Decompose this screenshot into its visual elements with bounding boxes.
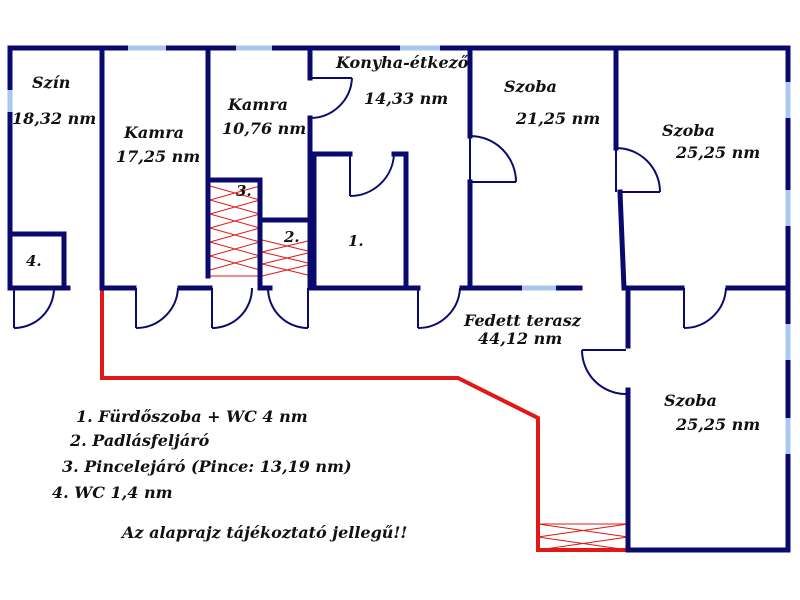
marker-4: 4. <box>26 252 42 270</box>
room-area-kamra-2: 10,76 nm <box>222 119 306 138</box>
room-area-szoba-1: 21,25 nm <box>515 109 600 128</box>
room-name-szoba-3: Szoba <box>664 391 717 410</box>
room-name-szoba-1: Szoba <box>504 77 557 96</box>
terrace-steps <box>537 523 629 551</box>
legend-item-3: 3. Pincelejáró (Pince: 13,19 nm) <box>62 457 352 476</box>
room-labels: Szín 18,32 nm Kamra 17,25 nm Kamra 10,76… <box>12 53 760 434</box>
room-name-szoba-2: Szoba <box>662 121 715 140</box>
room-area-terasz: 44,12 nm <box>478 329 562 348</box>
disclaimer-note: Az alaprajz tájékoztató jellegű!! <box>120 523 407 542</box>
legend: 1. Fürdőszoba + WC 4 nm 2. Padlásfeljáró… <box>52 407 407 542</box>
room-name-kamra-2: Kamra <box>227 95 288 114</box>
stair-hatch-2 <box>261 239 313 277</box>
legend-item-4: 4. WC 1,4 nm <box>52 483 173 502</box>
marker-3: 3. <box>236 182 252 200</box>
legend-item-2: 2. Padlásfeljáró <box>69 431 210 450</box>
doors <box>13 77 727 395</box>
room-area-kamra-1: 17,25 nm <box>116 147 200 166</box>
room-name-kamra-1: Kamra <box>123 123 184 142</box>
marker-2: 2. <box>283 228 300 246</box>
room-name-terasz: Fedett terasz <box>463 311 582 330</box>
stair-hatch-3 <box>209 181 261 277</box>
room-area-szoba-2: 25,25 nm <box>675 143 760 162</box>
room-name-konyha: Konyha-étkező <box>335 53 469 72</box>
room-area-szoba-3: 25,25 nm <box>675 415 760 434</box>
room-area-konyha: 14,33 nm <box>364 89 448 108</box>
marker-1: 1. <box>348 232 364 250</box>
room-area-szin: 18,32 nm <box>12 109 96 128</box>
legend-item-1: 1. Fürdőszoba + WC 4 nm <box>76 407 308 426</box>
room-name-szin: Szín <box>32 73 70 92</box>
windows <box>7 45 791 454</box>
markers: 3. 2. 1. 4. <box>26 182 364 270</box>
